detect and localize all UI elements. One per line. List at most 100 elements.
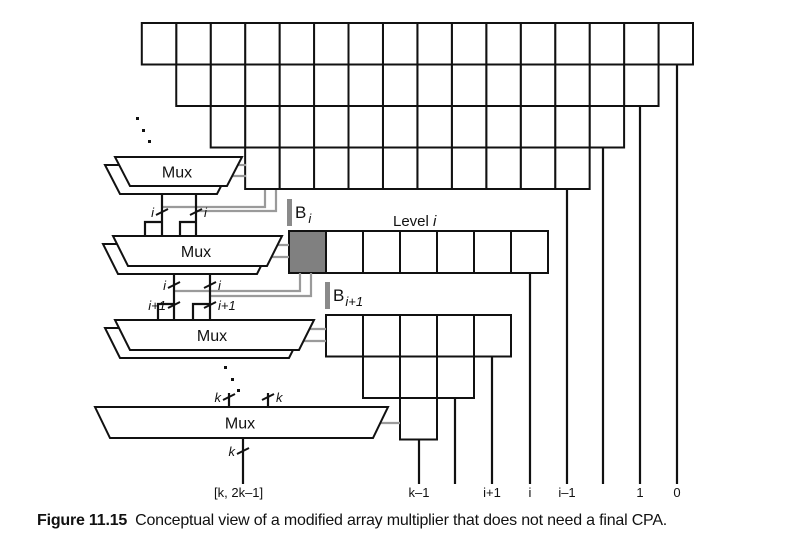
array-cell <box>209 22 247 66</box>
array-cell <box>347 22 384 66</box>
bus-width-label: i <box>204 205 208 220</box>
output-bit-label: 0 <box>673 485 680 500</box>
select-wire <box>174 273 302 293</box>
array-cell <box>485 22 522 66</box>
output-bit-label: i <box>529 485 532 500</box>
mux-label: Mux <box>225 416 255 433</box>
output-bit-label: i–1 <box>558 485 575 500</box>
array-cell <box>450 63 488 107</box>
array-cell <box>347 105 384 149</box>
lower-array-cell <box>362 355 401 399</box>
array-cell <box>657 22 694 66</box>
bus-width-tick <box>189 208 203 216</box>
bus-width-label: i <box>163 278 167 293</box>
array-cell <box>381 22 419 66</box>
lower-array-cell <box>436 314 475 358</box>
array-cell <box>554 63 591 107</box>
bus-width-tick <box>203 281 217 289</box>
array-cell <box>519 105 557 149</box>
bus-width-tick <box>155 208 169 216</box>
array-cell <box>623 22 660 66</box>
bus-wire <box>178 220 196 236</box>
lower-array-cell <box>362 314 401 358</box>
mux-4: Mux <box>93 406 390 439</box>
bus-width-label: k <box>229 444 237 459</box>
lower-partial-product-array <box>325 314 512 441</box>
bus-wire <box>191 302 210 320</box>
array-cell <box>244 105 281 149</box>
mux-body <box>93 406 390 439</box>
bus-width-label: i+1 <box>148 298 166 313</box>
array-cell <box>519 63 557 107</box>
level-label: Level i <box>393 213 437 230</box>
array-cell <box>313 22 350 66</box>
array-cell <box>416 63 453 107</box>
ellipsis-lower <box>224 366 240 392</box>
level-cell <box>399 230 438 274</box>
level-i-row <box>288 230 549 274</box>
level-cell <box>473 230 512 274</box>
b-i-bar <box>287 199 292 226</box>
figure-caption: Figure 11.15 Conceptual view of a modifie… <box>37 512 667 530</box>
array-cell <box>175 22 212 66</box>
array-cell <box>244 146 281 190</box>
array-cell <box>623 63 660 107</box>
array-cell <box>278 146 316 190</box>
mux-3: Mux <box>103 319 316 359</box>
array-cell <box>381 63 419 107</box>
ellipsis-top <box>136 117 151 143</box>
b-i-plus-1-label: Bi+1 <box>333 286 363 309</box>
mux-label: Mux <box>197 328 227 345</box>
array-cell <box>450 105 488 149</box>
array-cell <box>416 146 453 190</box>
array-cell <box>381 146 419 190</box>
array-cell <box>140 22 178 66</box>
array-cell <box>244 63 281 107</box>
array-cell <box>450 146 488 190</box>
array-cell <box>381 105 419 149</box>
array-cell <box>313 105 350 149</box>
array-cell <box>588 63 626 107</box>
mux-body <box>113 156 244 187</box>
lower-array-cell <box>399 355 438 399</box>
lower-array-cell <box>399 314 438 358</box>
array-cell <box>278 105 316 149</box>
array-cell <box>416 22 453 66</box>
lower-array-cell <box>436 355 475 399</box>
bus-width-label: i <box>218 278 222 293</box>
select-wire <box>196 190 278 213</box>
array-cell <box>485 63 522 107</box>
bus-width-tick <box>203 301 217 309</box>
bus-width-label: k <box>215 390 223 405</box>
bus-width-tick <box>167 301 181 309</box>
array-cell <box>554 22 591 66</box>
array-cell <box>554 105 591 149</box>
bus-width-label: i <box>151 205 155 220</box>
caption-text: Conceptual view of a modified array mult… <box>135 512 668 529</box>
output-bit-label: 1 <box>636 485 643 500</box>
array-cell <box>347 146 384 190</box>
array-cell <box>588 105 626 149</box>
array-cell <box>450 22 488 66</box>
mux-1: Mux <box>103 156 244 195</box>
array-cell <box>519 146 557 190</box>
mux-label: Mux <box>162 165 192 182</box>
array-cell <box>209 63 247 107</box>
bus-wire <box>143 220 162 236</box>
select-wire <box>210 273 313 298</box>
level-cell-shaded <box>288 230 327 274</box>
output-bit-label: k–1 <box>409 485 430 500</box>
lower-array-cell <box>473 314 512 358</box>
level-cell <box>510 230 549 274</box>
bus-width-tick <box>222 393 236 401</box>
bus-width-tick <box>167 281 181 289</box>
high-bits-label: [k, 2k–1] <box>214 485 263 500</box>
figure-number: Figure 11.15 <box>37 512 128 529</box>
lower-array-cell <box>399 397 438 441</box>
b-i-plus-1-bar <box>325 282 330 309</box>
array-cell <box>485 146 522 190</box>
